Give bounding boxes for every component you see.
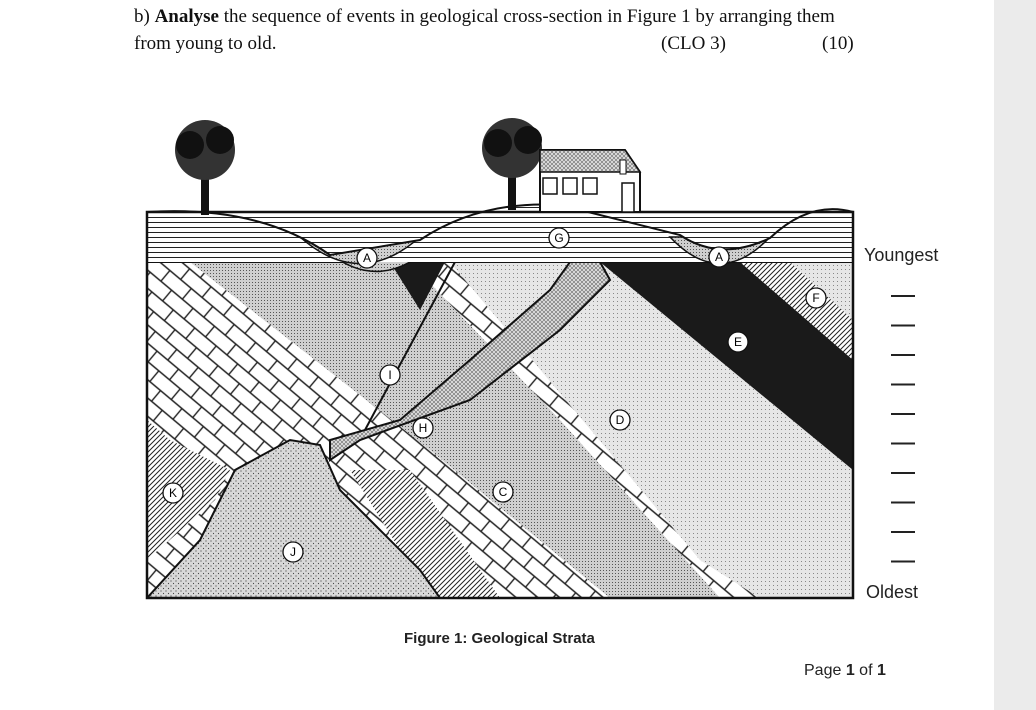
tree-icon (482, 118, 542, 210)
label-k: K (163, 483, 183, 503)
svg-text:H: H (419, 421, 428, 435)
label-i: I (380, 365, 400, 385)
page-total: 1 (877, 662, 886, 679)
question-keyword: Analyse (155, 6, 219, 27)
question-number: b) (134, 6, 155, 27)
figure-caption: Figure 1: Geological Strata (404, 630, 595, 647)
svg-text:A: A (363, 251, 371, 265)
page-of: of (855, 662, 877, 679)
label-c: C (493, 482, 513, 502)
label-a-left: A (357, 248, 377, 268)
marks-label: (10) (822, 33, 854, 55)
house-icon (540, 150, 640, 212)
page-prefix: Page (804, 662, 846, 679)
page-number: Page 1 of 1 (804, 662, 886, 680)
svg-text:I: I (388, 368, 391, 382)
geological-cross-section-figure: A G A F E I H D C K J Youngest Oldest (140, 108, 960, 608)
question-line-1: b) Analyse the sequence of events in geo… (134, 6, 835, 28)
svg-text:G: G (554, 231, 563, 245)
viewer-gutter (994, 0, 1036, 710)
label-e: E (728, 332, 748, 352)
label-j: J (283, 542, 303, 562)
label-d: D (610, 410, 630, 430)
clo-label: (CLO 3) (661, 33, 726, 55)
tree-icon (175, 120, 235, 215)
question-text: the sequence of events in geological cro… (219, 6, 835, 27)
label-h: H (413, 418, 433, 438)
answer-blanks (891, 296, 915, 562)
svg-text:C: C (499, 485, 508, 499)
svg-text:E: E (734, 335, 742, 349)
label-f: F (806, 288, 826, 308)
label-a-right: A (709, 247, 729, 267)
svg-text:D: D (616, 413, 625, 427)
svg-text:A: A (715, 250, 723, 264)
page-current: 1 (846, 662, 855, 679)
question-line-2: from young to old. (134, 33, 277, 55)
label-g: G (549, 228, 569, 248)
label-oldest: Oldest (866, 582, 918, 602)
svg-text:J: J (290, 545, 296, 559)
svg-text:K: K (169, 486, 177, 500)
svg-text:F: F (812, 291, 819, 305)
document-page: b) Analyse the sequence of events in geo… (0, 0, 994, 710)
label-youngest: Youngest (864, 245, 938, 265)
